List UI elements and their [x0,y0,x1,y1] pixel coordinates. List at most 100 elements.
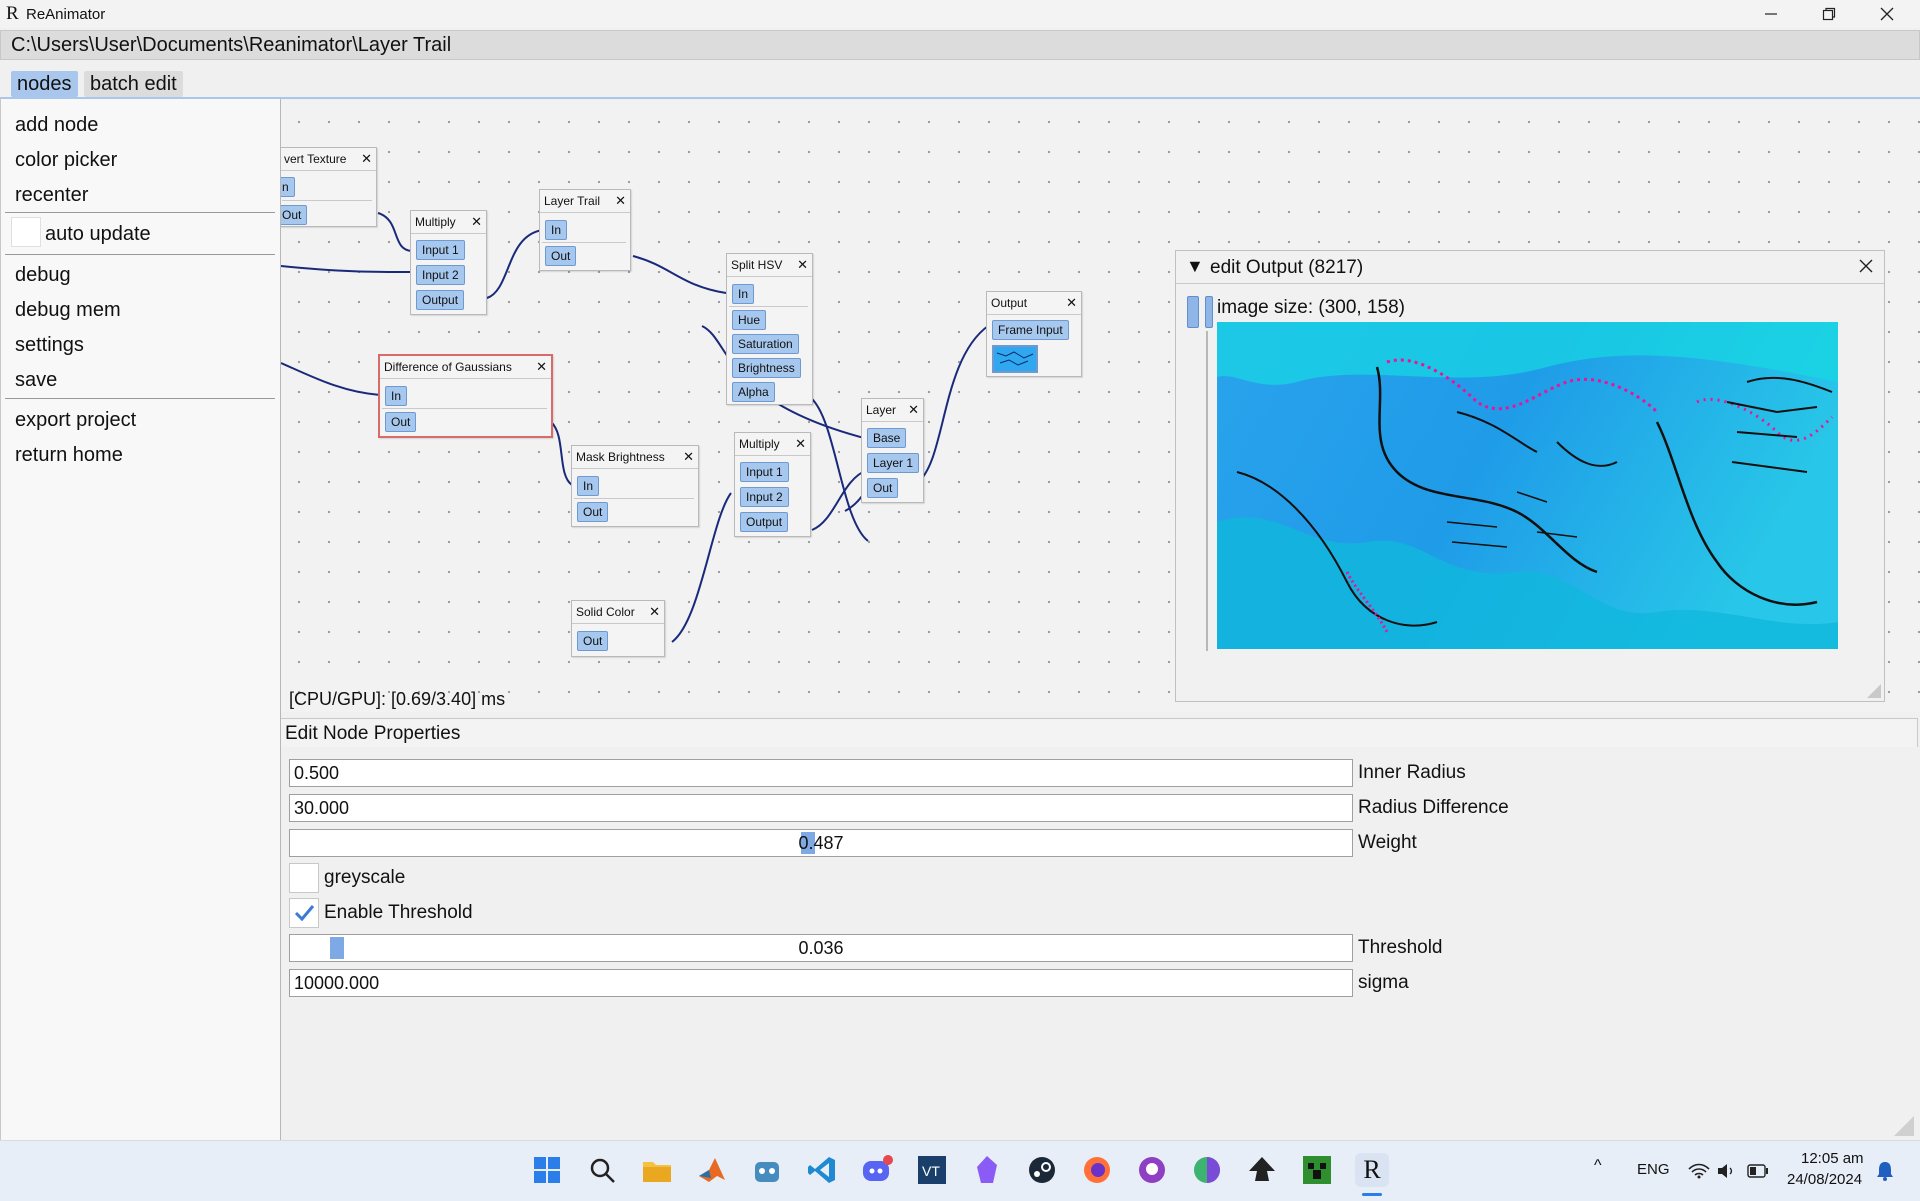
restore-button[interactable] [1800,0,1858,28]
splitter[interactable] [1206,331,1208,651]
port-out[interactable]: Out [867,478,899,498]
tab-nodes[interactable]: nodes [11,71,78,97]
matlab-icon[interactable] [695,1153,729,1187]
node-layer-trail[interactable]: Layer Trail✕ In Out [539,189,631,271]
search-icon[interactable] [585,1153,619,1187]
port-input-1[interactable]: Input 1 [416,240,465,260]
port-output[interactable]: Output [416,290,465,310]
node-layer[interactable]: Layer✕ Base Layer 1 Out [861,398,924,503]
menu-settings[interactable]: settings [15,334,84,356]
port-out[interactable]: Out [281,205,308,225]
file-explorer-icon[interactable] [640,1153,674,1187]
scroll-handle[interactable] [1187,296,1199,328]
port-input-1[interactable]: Input 1 [740,462,789,482]
panel-resize-grip-icon[interactable] [1893,1115,1915,1137]
greyscale-checkbox[interactable] [289,863,319,893]
scroll-handle[interactable] [1205,296,1213,328]
node-close-icon[interactable]: ✕ [615,193,626,208]
node-close-icon[interactable]: ✕ [908,402,919,417]
clock-time[interactable]: 12:05 am [1801,1150,1864,1167]
sigma-input[interactable]: 10000.000 [289,969,1353,997]
threshold-slider[interactable]: 0.036 [289,934,1353,962]
vt-icon[interactable]: VT [915,1153,949,1187]
menu-return-home[interactable]: return home [15,444,123,466]
output-window-close-button[interactable] [1858,258,1874,279]
port-out[interactable]: Out [545,246,577,266]
node-difference-of-gaussians[interactable]: Difference of Gaussians✕ In Out [378,354,553,438]
port-in[interactable]: n [281,177,295,197]
port-hue[interactable]: Hue [732,310,767,330]
enable-threshold-checkbox[interactable] [289,898,319,928]
inkscape-icon[interactable] [1245,1153,1279,1187]
node-solid-color[interactable]: Solid Color✕ Out [571,600,665,657]
threshold-slider-handle[interactable] [330,937,344,959]
port-out[interactable]: Out [577,502,609,522]
firefox-icon[interactable] [1080,1153,1114,1187]
node-close-icon[interactable]: ✕ [361,151,372,166]
node-close-icon[interactable]: ✕ [683,449,694,464]
port-out[interactable]: Out [385,412,417,432]
notification-bell-icon[interactable] [1876,1161,1894,1181]
language-indicator[interactable]: ENG [1637,1161,1670,1178]
node-close-icon[interactable]: ✕ [797,257,808,272]
menu-debug[interactable]: debug [15,264,71,286]
tray-overflow-icon[interactable]: ^ [1594,1157,1602,1174]
node-multiply[interactable]: Multiply✕ Input 1 Input 2 Output [410,210,487,315]
minecraft-icon[interactable] [1300,1153,1334,1187]
menu-recenter[interactable]: recenter [15,184,89,206]
minimize-button[interactable] [1742,0,1800,28]
menu-color-picker[interactable]: color picker [15,149,118,171]
radius-difference-input[interactable]: 30.000 [289,794,1353,822]
node-invert-texture[interactable]: vert Texture✕ n Out [281,147,377,227]
port-in[interactable]: In [385,386,408,406]
port-alpha[interactable]: Alpha [732,382,775,402]
node-split-hsv[interactable]: Split HSV✕ In Hue Saturation Brightness … [726,253,813,405]
node-close-icon[interactable]: ✕ [649,604,660,619]
steam-icon[interactable] [1025,1153,1059,1187]
port-input-2[interactable]: Input 2 [416,265,465,285]
output-preview-window[interactable]: ▼ edit Output (8217) image size: (300, 1… [1175,250,1885,702]
discord-icon[interactable] [860,1153,894,1187]
port-in[interactable]: In [577,476,600,496]
port-base[interactable]: Base [867,428,907,448]
output-thumbnail[interactable] [992,345,1038,373]
close-button[interactable] [1858,0,1916,28]
node-graph-canvas[interactable]: vert Texture✕ n Out Multiply✕ Input 1 In… [281,100,1920,712]
port-output[interactable]: Output [740,512,789,532]
tab-batch-edit[interactable]: batch edit [84,71,183,97]
auto-update-checkbox[interactable] [11,217,41,247]
github-icon[interactable] [1135,1153,1169,1187]
node-close-icon[interactable]: ✕ [536,359,547,374]
node-close-icon[interactable]: ✕ [1066,295,1077,310]
node-multiply[interactable]: Multiply✕ Input 1 Input 2 Output [734,432,811,537]
menu-debug-mem[interactable]: debug mem [15,299,121,321]
windows-start-icon[interactable] [530,1153,564,1187]
menu-add-node[interactable]: add node [15,114,99,136]
node-output[interactable]: Output✕ Frame Input [986,291,1082,377]
clock-date[interactable]: 24/08/2024 [1787,1171,1863,1188]
krita-icon[interactable] [1190,1153,1224,1187]
port-in[interactable]: In [545,220,568,240]
obsidian-icon[interactable] [970,1153,1004,1187]
port-input-2[interactable]: Input 2 [740,487,789,507]
port-saturation[interactable]: Saturation [732,334,799,354]
menu-export-project[interactable]: export project [15,409,137,431]
volume-icon[interactable] [1717,1163,1737,1179]
port-out[interactable]: Out [577,631,609,651]
resize-grip-icon[interactable] [1866,683,1882,699]
reanimator-icon[interactable]: R [1355,1153,1389,1187]
battery-icon[interactable] [1747,1164,1769,1178]
weight-slider[interactable]: 0.487 [289,829,1353,857]
godot-icon[interactable] [750,1153,784,1187]
wifi-icon[interactable] [1688,1163,1710,1179]
vscode-icon[interactable] [805,1153,839,1187]
port-in[interactable]: In [732,284,755,304]
inner-radius-input[interactable]: 0.500 [289,759,1353,787]
port-layer-1[interactable]: Layer 1 [867,453,920,473]
menu-save[interactable]: save [15,369,58,391]
weight-slider-handle[interactable] [801,832,815,854]
collapse-triangle-icon[interactable]: ▼ [1186,256,1204,276]
port-brightness[interactable]: Brightness [732,358,801,378]
node-mask-brightness[interactable]: Mask Brightness✕ In Out [571,445,699,527]
output-window-header[interactable]: ▼ edit Output (8217) [1176,251,1884,284]
